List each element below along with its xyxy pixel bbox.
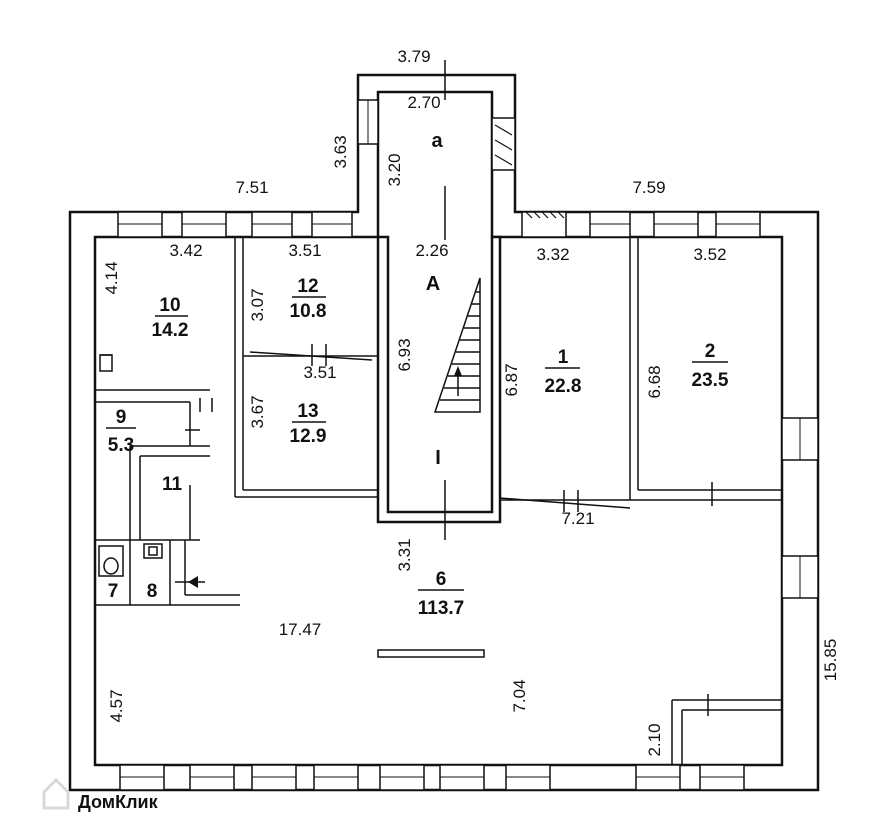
room-labels: 10 14.2 12 10.8 13 12.9 9 5.3 11 7 8 1 2… [106,130,729,619]
watermark-text: ДомКлик [78,792,159,812]
dim-7-21: 7.21 [561,509,594,528]
doors [99,60,713,716]
room-2-area: 23.5 [692,370,729,391]
room-2-number: 2 [705,341,716,362]
dim-3-07: 3.07 [248,288,267,321]
dim-15-85: 15.85 [821,639,840,682]
dim-7-04: 7.04 [510,679,529,712]
room-1-area: 22.8 [545,376,582,397]
interior-walls [95,235,782,765]
dim-3-63: 3.63 [331,135,350,168]
room-10-area: 14.2 [152,320,189,341]
room-10-number: 10 [159,295,180,316]
dim-3-67: 3.67 [248,395,267,428]
dim-3-79: 3.79 [397,47,430,66]
dim-7-59: 7.59 [632,178,665,197]
top-windows [117,211,761,238]
dim-3-31: 3.31 [395,538,414,571]
room-1-number: 1 [558,347,569,368]
room-12-area: 10.8 [290,301,327,322]
outer-walls [68,73,820,792]
sanitary-fixtures [98,543,163,577]
room-6-area: 113.7 [418,598,465,619]
dimension-labels: 3.79 2.70 3.63 3.20 7.51 7.59 3.42 3.51 … [102,47,840,757]
dim-17-47: 17.47 [279,620,322,639]
room-9-number: 9 [116,407,127,428]
room-13-area: 12.9 [290,426,327,447]
room-7-number: 7 [108,581,119,602]
dim-3-52: 3.52 [693,245,726,264]
dim-3-51-top: 3.51 [288,241,321,260]
dim-4-14: 4.14 [102,261,121,294]
dim-3-20: 3.20 [385,153,404,186]
right-windows [781,417,819,599]
watermark: ДомКлик [42,777,159,812]
staircase [433,277,481,413]
dim-6-68: 6.68 [645,365,664,398]
stair-roman-I: I [435,447,441,469]
dim-6-87: 6.87 [502,363,521,396]
room-12-number: 12 [297,276,318,297]
room-13-number: 13 [297,401,318,422]
room-9-area: 5.3 [108,435,134,456]
dim-2-10: 2.10 [645,723,664,756]
dim-4-57: 4.57 [107,689,126,722]
stair-letter-A: A [426,273,440,295]
dim-7-51: 7.51 [235,178,268,197]
dim-6-93: 6.93 [395,338,414,371]
room-6-number: 6 [436,569,447,590]
dim-2-26: 2.26 [415,241,448,260]
dim-2-70: 2.70 [407,93,440,112]
dim-3-32: 3.32 [536,245,569,264]
dim-3-42: 3.42 [169,241,202,260]
bottom-windows [119,764,745,791]
dim-3-51-mid: 3.51 [303,363,336,382]
annex-windows [357,99,516,171]
annex-letter-a: a [431,130,443,152]
room-11-number: 11 [162,474,183,495]
room-8-number: 8 [147,581,158,602]
